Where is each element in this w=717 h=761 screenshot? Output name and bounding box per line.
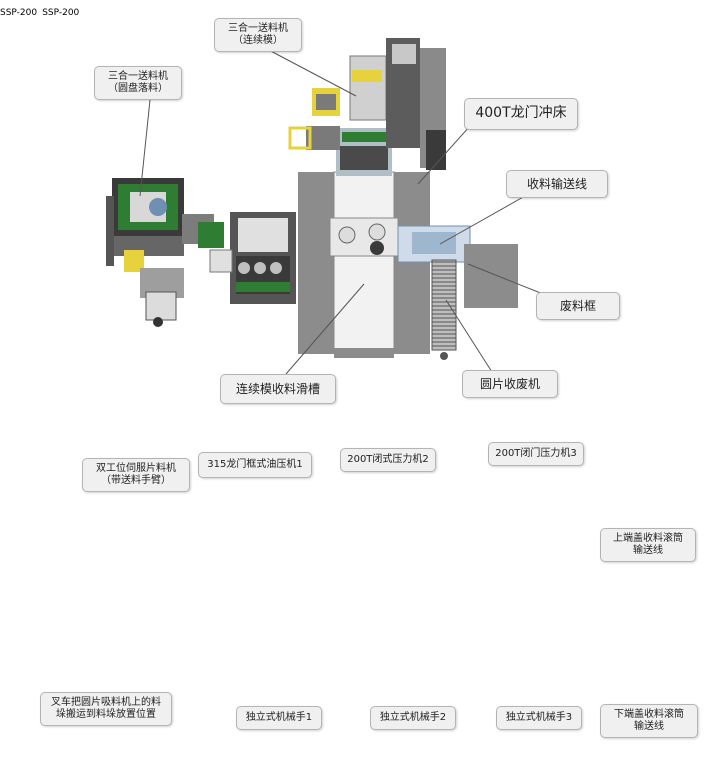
callout-robot-2-text: 独立式机械手2 (379, 711, 447, 723)
closed-press-200t-2: SSP-200 (0, 0, 42, 19)
callout-press-200t-3: 200T闭门压力机3 (488, 442, 584, 466)
callout-robot-3-text: 独立式机械手3 (505, 711, 573, 723)
callout-lower-conveyor: 下端盖收料滚筒 输送线 (600, 704, 698, 738)
gantry-press-400t (288, 38, 446, 358)
callout-disc-scrap-collector-text: 圆片收废机 (479, 376, 540, 391)
callout-lower-conveyor-line1: 下端盖收料滚筒 (614, 708, 684, 720)
callout-press-400t-text: 400T龙门冲床 (475, 105, 567, 122)
top-leader-lines (139, 47, 554, 375)
callout-upper-conveyor-line2: 输送线 (633, 545, 663, 556)
callout-feeder-coil-line1: 三合一送料机 (108, 70, 168, 82)
top-layout (106, 38, 554, 375)
callout-double-station-feeder: 双工位伺服片料机 （带送料手臂） (82, 458, 190, 492)
callout-feeder-coil: 三合一送料机 （圆盘落料） (94, 66, 182, 100)
receiving-conveyor-line (397, 225, 518, 360)
callout-press-400t: 400T龙门冲床 (464, 98, 578, 130)
callout-robot-1-text: 独立式机械手1 (245, 711, 313, 723)
coil-feeder-machine (106, 178, 224, 327)
callout-press-200t-3-text: 200T闭门压力机3 (495, 447, 577, 459)
callout-feeder-progressive-line2: （连续模） (233, 35, 283, 46)
callout-upper-conveyor: 上端盖收料滚筒 输送线 (600, 528, 696, 562)
callout-progressive-chute: 连续模收料滑槽 (220, 374, 336, 404)
callout-progressive-chute-text: 连续模收料滑槽 (235, 381, 320, 396)
callout-hydraulic-press-315: 315龙门框式油压机1 (198, 452, 312, 478)
callout-hydraulic-press-315-text: 315龙门框式油压机1 (207, 458, 303, 470)
closed-press-200t-3: SSP-200 (42, 0, 79, 19)
progressive-feeder-machine (209, 212, 296, 304)
callout-feeder-progressive-line1: 三合一送料机 (228, 22, 288, 34)
callout-press-200t-2: 200T闭式压力机2 (340, 448, 436, 472)
callout-receiving-conveyor: 收料输送线 (506, 170, 608, 198)
callout-upper-conveyor-line1: 上端盖收料滚筒 (613, 532, 683, 544)
callout-forklift-note-line2: 垛搬运到料垛放置位置 (56, 709, 156, 720)
callout-receiving-conveyor-text: 收料输送线 (526, 176, 587, 191)
callout-scrap-box: 废料框 (536, 292, 620, 320)
callout-double-station-feeder-line2: （带送料手臂） (101, 475, 171, 486)
callout-robot-1: 独立式机械手1 (236, 706, 322, 730)
callout-forklift-note-line1: 叉车把圆片吸料机上的料 (51, 696, 161, 708)
callout-robot-3: 独立式机械手3 (496, 706, 582, 730)
press-2-plate-text: SSP-200 (0, 8, 38, 18)
press-3-plate-text: SSP-200 (42, 8, 80, 18)
callout-feeder-progressive: 三合一送料机 （连续模） (214, 18, 302, 52)
callout-feeder-coil-line2: （圆盘落料） (108, 83, 168, 94)
callout-forklift-note: 叉车把圆片吸料机上的料 垛搬运到料垛放置位置 (40, 692, 172, 726)
callout-lower-conveyor-line2: 输送线 (634, 721, 664, 732)
callout-press-200t-2-text: 200T闭式压力机2 (347, 453, 429, 465)
callout-double-station-feeder-line1: 双工位伺服片料机 (96, 462, 176, 474)
callout-scrap-box-text: 废料框 (559, 298, 596, 313)
callout-disc-scrap-collector: 圆片收废机 (462, 370, 558, 398)
bottom-layout: SSP-200 SSP-200 (0, 0, 79, 19)
callout-robot-2: 独立式机械手2 (370, 706, 456, 730)
